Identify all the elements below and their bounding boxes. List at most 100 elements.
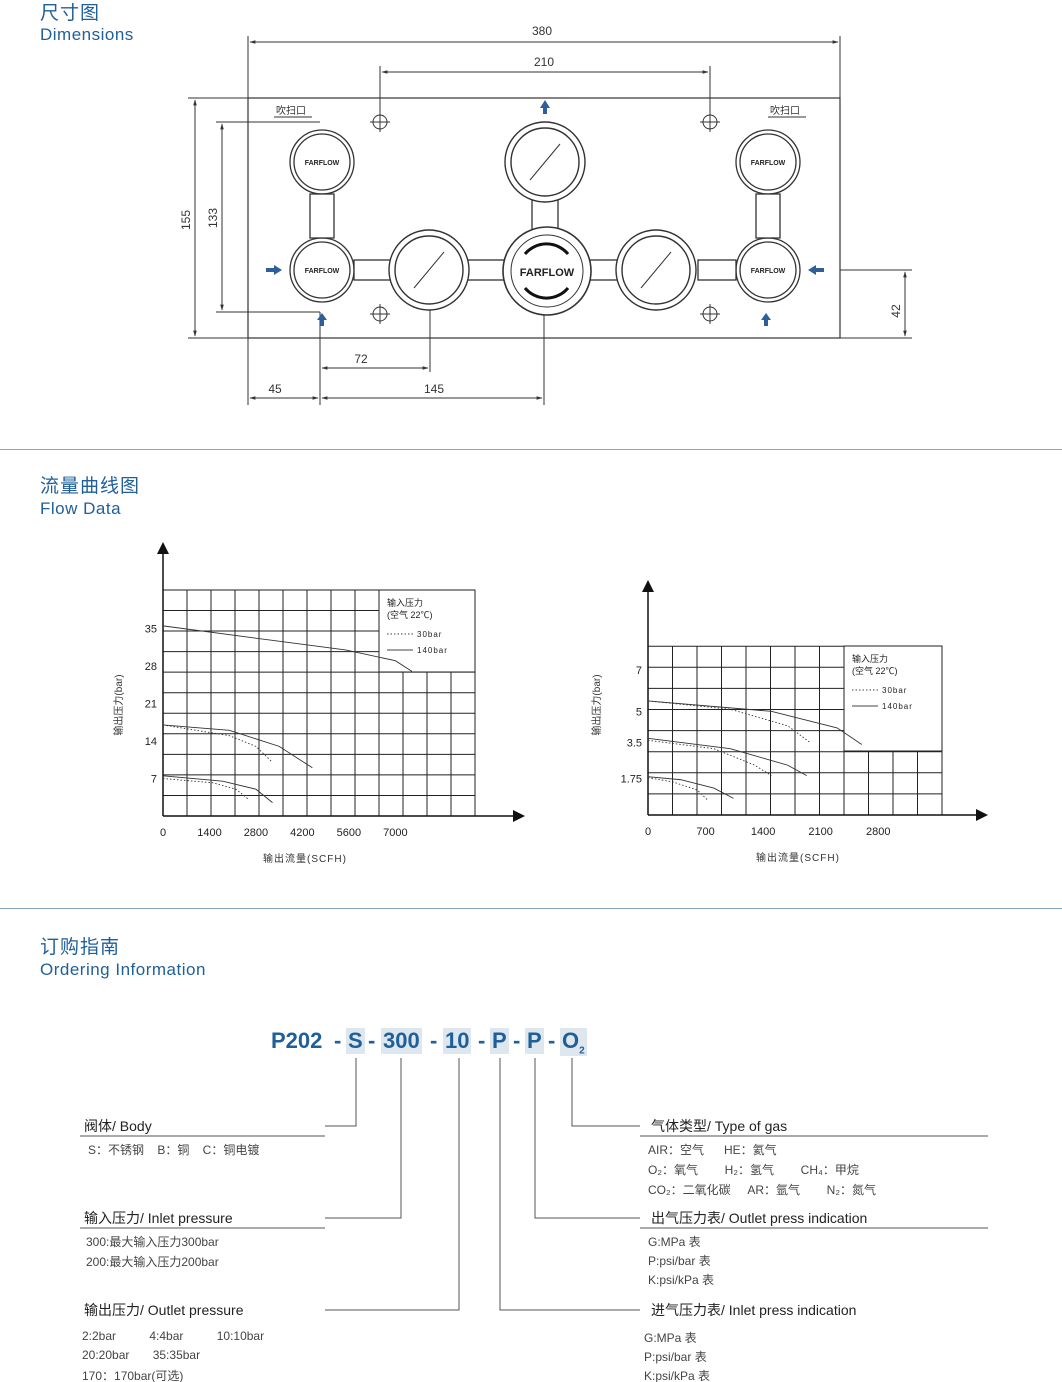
code-sep-3: - <box>430 1028 438 1053</box>
dim-72: 72 <box>354 352 368 366</box>
dim-380: 380 <box>532 24 552 38</box>
flow-title-en: Flow Data <box>40 499 122 518</box>
dimension-drawing: 380 210 155 133 42 72 45 145 吹扫口 吹扫口 <box>179 24 912 405</box>
legend-item-140bar: 140bar <box>417 646 448 655</box>
code-model: P202 <box>271 1028 323 1053</box>
x-tick-label: 0 <box>645 826 651 838</box>
legend-title: 输入压力 <box>852 653 888 664</box>
outlet-indication-line-3: K:psi/kPa 表 <box>648 1273 715 1287</box>
brand-br: FARFLOW <box>751 268 786 275</box>
x-axis-arrow <box>976 809 988 821</box>
flow-title-cn: 流量曲线图 <box>40 475 141 497</box>
series-30bar-curve <box>647 739 772 776</box>
y-axis-label: 输出压力(bar) <box>112 674 125 735</box>
inlet-pressure-line-2: 200:最大输入压力200bar <box>86 1255 219 1269</box>
outlet-indication-header: 出气压力表/ Outlet press indication <box>651 1210 868 1226</box>
brand-tl: FARFLOW <box>305 160 340 167</box>
outlet-indication-line-1: G:MPa 表 <box>648 1235 701 1249</box>
legend-title: 输入压力 <box>387 597 423 608</box>
inlet-indication-line-3: K:psi/kPa 表 <box>644 1369 711 1382</box>
body-header: 阀体/ Body <box>84 1118 152 1134</box>
outlet-pressure-header: 输出压力/ Outlet pressure <box>84 1302 244 1318</box>
code-inlet: 300 <box>381 1028 422 1054</box>
gas-type-header: 气体类型/ Type of gas <box>651 1118 788 1134</box>
code-sep-5: - <box>513 1028 521 1053</box>
series-140bar-curve <box>647 700 863 745</box>
code-outlet: 10 <box>443 1028 472 1054</box>
x-tick-label: 2800 <box>866 826 890 838</box>
brand-bl: FARFLOW <box>305 268 340 275</box>
x-tick-label: 0 <box>160 827 166 839</box>
series-140bar-curve <box>647 737 807 776</box>
gas-type-line-3: CO₂：二氧化碳 AR：氩气 N₂：氮气 <box>648 1183 876 1197</box>
x-tick-label: 2800 <box>244 827 268 839</box>
x-axis-arrow <box>513 810 525 822</box>
y-tick-label: 35 <box>145 624 157 636</box>
panel-outline <box>247 97 841 339</box>
code-sep-2: - <box>368 1028 376 1053</box>
x-tick-label: 7000 <box>383 827 407 839</box>
series-140bar-curve <box>162 724 313 769</box>
purge-label-right: 吹扫口 <box>770 104 800 117</box>
code-sep-4: - <box>478 1028 486 1053</box>
purge-label-left: 吹扫口 <box>276 104 306 117</box>
y-tick-label: 5 <box>636 706 642 718</box>
series-30bar-curve <box>647 777 709 801</box>
dim-133: 133 <box>206 208 220 228</box>
ordering-title-cn: 订购指南 <box>40 936 121 958</box>
code-sep-6: - <box>548 1028 556 1053</box>
legend-subtitle: (空气 22℃) <box>852 665 898 676</box>
series-140bar-curve <box>647 776 734 799</box>
outlet-pressure-line-3: 170：170bar(可选) <box>82 1369 184 1382</box>
x-tick-label: 700 <box>696 826 714 838</box>
legend-item-30bar: 30bar <box>882 686 907 695</box>
body-line-1: S：不锈钢 B：铜 C：铜电镀 <box>88 1143 260 1157</box>
code-inlet-ind: P <box>490 1028 509 1054</box>
y-tick-label: 3.5 <box>627 737 642 749</box>
brand-tr: FARFLOW <box>751 160 786 167</box>
x-tick-label: 1400 <box>197 827 221 839</box>
outlet-indication-line-2: P:psi/bar 表 <box>648 1254 711 1268</box>
dim-210: 210 <box>534 55 554 69</box>
inlet-pressure-header: 输入压力/ Inlet pressure <box>84 1210 233 1226</box>
x-tick-label: 4200 <box>290 827 314 839</box>
y-tick-label: 14 <box>145 736 157 748</box>
legend-item-140bar: 140bar <box>882 702 913 711</box>
x-tick-label: 2100 <box>808 826 832 838</box>
gas-type-line-1: AIR：空气 HE：氦气 <box>648 1143 777 1157</box>
y-axis-label: 输出压力(bar) <box>590 674 603 735</box>
inlet-pressure-line-1: 300:最大输入压力300bar <box>86 1235 219 1249</box>
code-gas: O2 <box>560 1028 587 1057</box>
series-140bar-curve <box>162 775 273 803</box>
y-tick-label: 1.75 <box>621 774 642 786</box>
x-axis-label: 输出流量(SCFH) <box>263 852 347 865</box>
series-30bar-curve <box>162 724 273 763</box>
divider-1 <box>0 449 1062 450</box>
y-tick-label: 7 <box>636 665 642 677</box>
outlet-pressure-line-1: 2:2bar 4:4bar 10:10bar <box>82 1329 265 1343</box>
series-140bar-curve <box>162 625 413 672</box>
inlet-indication-line-1: G:MPa 表 <box>644 1331 697 1345</box>
series-30bar-curve <box>647 700 811 743</box>
dim-42: 42 <box>889 304 903 318</box>
legend-box <box>843 645 943 752</box>
outlet-pressure-line-2: 20:20bar 35:35bar <box>82 1348 201 1362</box>
divider-2 <box>0 908 1062 909</box>
order-connector-lines <box>80 1058 988 1311</box>
legend-box <box>378 589 476 673</box>
inlet-indication-line-2: P:psi/bar 表 <box>644 1350 707 1364</box>
ordering-title-en: Ordering Information <box>40 960 206 979</box>
y-axis-arrow <box>157 542 169 554</box>
legend-item-30bar: 30bar <box>417 630 442 639</box>
y-tick-label: 21 <box>145 699 157 711</box>
inlet-indication-header: 进气压力表/ Inlet press indication <box>651 1302 857 1318</box>
y-axis-arrow <box>642 580 654 592</box>
y-tick-label: 7 <box>151 774 157 786</box>
brand-knob: FARFLOW <box>520 267 575 279</box>
code-outlet-ind: P <box>525 1028 544 1054</box>
x-axis-label: 输出流量(SCFH) <box>756 851 840 864</box>
mounting-holes <box>370 112 720 324</box>
series-30bar-curve <box>162 778 250 801</box>
